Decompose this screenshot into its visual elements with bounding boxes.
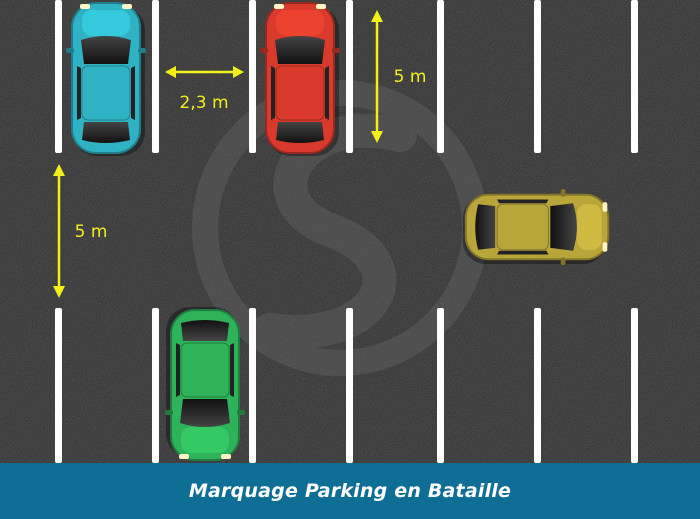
yellow-car <box>462 188 610 266</box>
parking-line <box>346 308 353 463</box>
parking-line <box>249 308 256 463</box>
parking-line <box>437 0 444 153</box>
parking-line <box>534 308 541 463</box>
parking-line <box>534 0 541 153</box>
parking-line <box>249 0 256 153</box>
dimensions: 2,3 m 5 m 5 m <box>53 10 426 298</box>
red-car <box>260 2 340 156</box>
parking-line <box>152 0 159 153</box>
parking-line <box>55 0 62 153</box>
cars <box>66 2 610 461</box>
parking-lines-bottom <box>55 308 638 463</box>
dimension-arrow-icon <box>371 10 383 143</box>
blue-car <box>66 2 146 156</box>
parking-line <box>631 0 638 153</box>
title-banner: Marquage Parking en Bataille <box>0 463 700 519</box>
space-width-label: 2,3 m <box>180 93 229 113</box>
diagram-title: Marquage Parking en Bataille <box>188 480 512 502</box>
green-car <box>165 307 245 461</box>
parking-line <box>631 308 638 463</box>
parking-lines-top <box>55 0 638 153</box>
parking-line <box>437 308 444 463</box>
parking-scene: 2,3 m 5 m 5 m <box>0 0 700 463</box>
aisle-width-label: 5 m <box>75 222 108 242</box>
parking-line <box>55 308 62 463</box>
parking-line <box>346 0 353 153</box>
dimension-arrow-icon <box>165 66 244 78</box>
dimension-arrow-icon <box>53 164 65 298</box>
parking-line <box>152 308 159 463</box>
space-depth-label: 5 m <box>394 67 427 87</box>
